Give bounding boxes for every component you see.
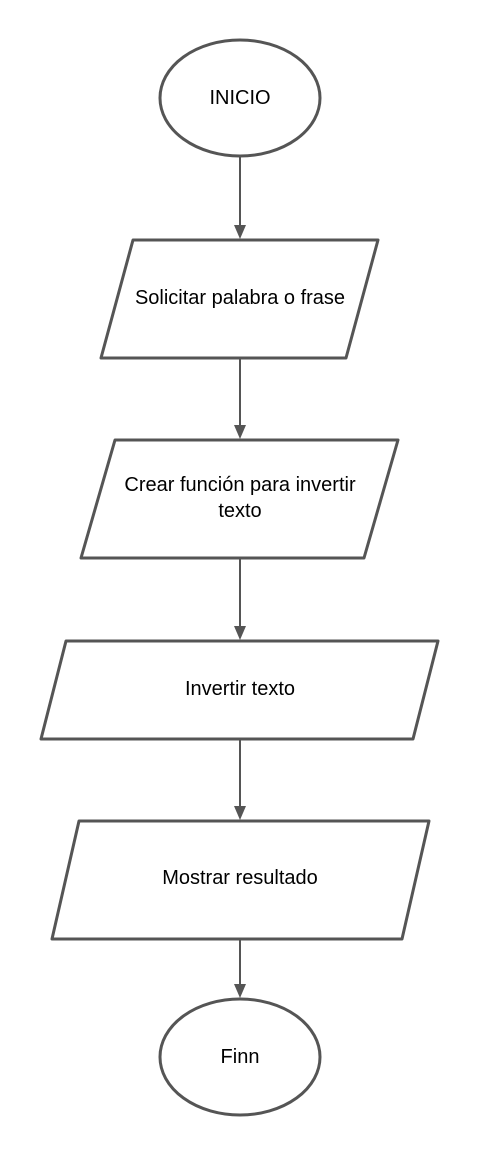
node-start: INICIO [158,38,322,158]
connector-invert-to-output [234,739,246,820]
node-label: Finn [221,1046,260,1068]
io-parallelogram [99,238,380,360]
terminal-ellipse [158,38,322,158]
terminal-ellipse [158,997,322,1117]
connectors [234,156,246,998]
node-end: Finn [158,997,322,1117]
node-output: Mostrar resultado [50,819,431,941]
node-label: INICIO [209,87,270,109]
connector-create-function-to-invert [234,558,246,640]
node-label: texto [218,500,261,522]
connector-start-to-input [234,156,246,239]
node-input: Solicitar palabra o frase [99,238,380,360]
arrowhead-icon [234,984,246,998]
arrowhead-icon [234,225,246,239]
connector-input-to-create-function [234,358,246,439]
node-label: Mostrar resultado [162,867,318,889]
io-parallelogram [79,438,400,560]
io-parallelogram [39,639,440,741]
arrowhead-icon [234,626,246,640]
node-label: Solicitar palabra o frase [135,287,345,309]
io-parallelogram [50,819,431,941]
connector-output-to-end [234,939,246,998]
node-invert: Invertir texto [39,639,440,741]
arrowhead-icon [234,806,246,820]
node-label: Invertir texto [185,678,295,700]
node-create-function: Crear función para invertir texto [79,438,400,560]
arrowhead-icon [234,425,246,439]
node-label: Crear función para invertir [124,474,356,496]
